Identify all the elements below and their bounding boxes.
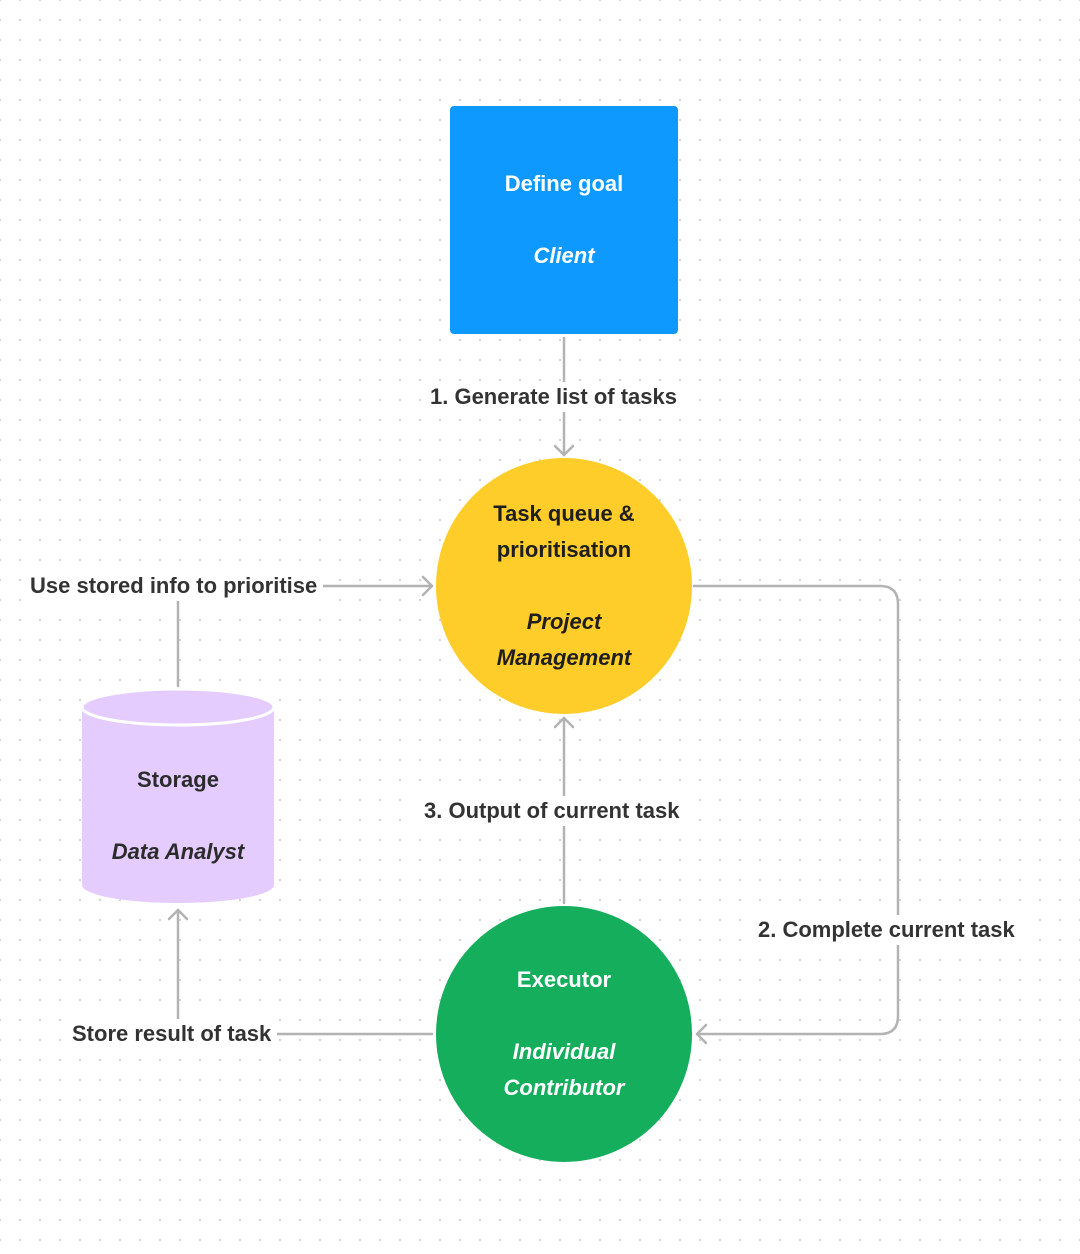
arrowhead-complete-task — [695, 1023, 708, 1045]
executor-node-text: Executor Individual Contributor — [444, 962, 684, 1106]
connector-use-stored-info[interactable] — [176, 584, 434, 688]
client-node-text: Define goal Client — [450, 166, 678, 274]
storage-node[interactable] — [80, 687, 276, 903]
arrowhead-output-task — [553, 716, 575, 729]
client-role: Client — [533, 243, 595, 268]
edge-label-store-result: Store result of task — [66, 1019, 278, 1049]
executor-role-line1: Individual — [512, 1039, 616, 1064]
task-queue-node[interactable] — [436, 458, 692, 714]
executor-title: Executor — [516, 967, 612, 992]
client-node[interactable] — [450, 106, 678, 334]
storage-body — [82, 707, 274, 903]
task-queue-role-line1: Project — [526, 609, 602, 634]
executor-role-line2: Contributor — [503, 1075, 625, 1100]
edge-label-complete-task: 2. Complete current task — [752, 915, 1021, 945]
executor-node[interactable] — [436, 906, 692, 1162]
client-title: Define goal — [504, 171, 624, 196]
task-queue-title-line2: prioritisation — [496, 537, 632, 562]
task-queue-title-line1: Task queue & — [493, 501, 635, 526]
connector-store-result[interactable] — [176, 908, 434, 1036]
connector-complete-task[interactable] — [692, 584, 900, 1036]
edge-label-generate-tasks: 1. Generate list of tasks — [424, 382, 683, 412]
storage-title: Storage — [137, 767, 219, 792]
edge-label-use-stored-info: Use stored info to prioritise — [24, 571, 324, 601]
storage-role: Data Analyst — [111, 839, 245, 864]
arrowhead-generate-tasks — [553, 444, 575, 457]
storage-top — [80, 687, 276, 727]
arrowhead-use-stored-info — [421, 575, 434, 597]
edge-label-output-task: 3. Output of current task — [418, 796, 686, 826]
task-queue-node-text: Task queue & prioritisation Project Mana… — [444, 496, 684, 676]
arrowhead-store-result — [167, 908, 189, 921]
task-queue-role-line2: Management — [496, 645, 632, 670]
storage-node-text: Storage Data Analyst — [82, 762, 274, 870]
